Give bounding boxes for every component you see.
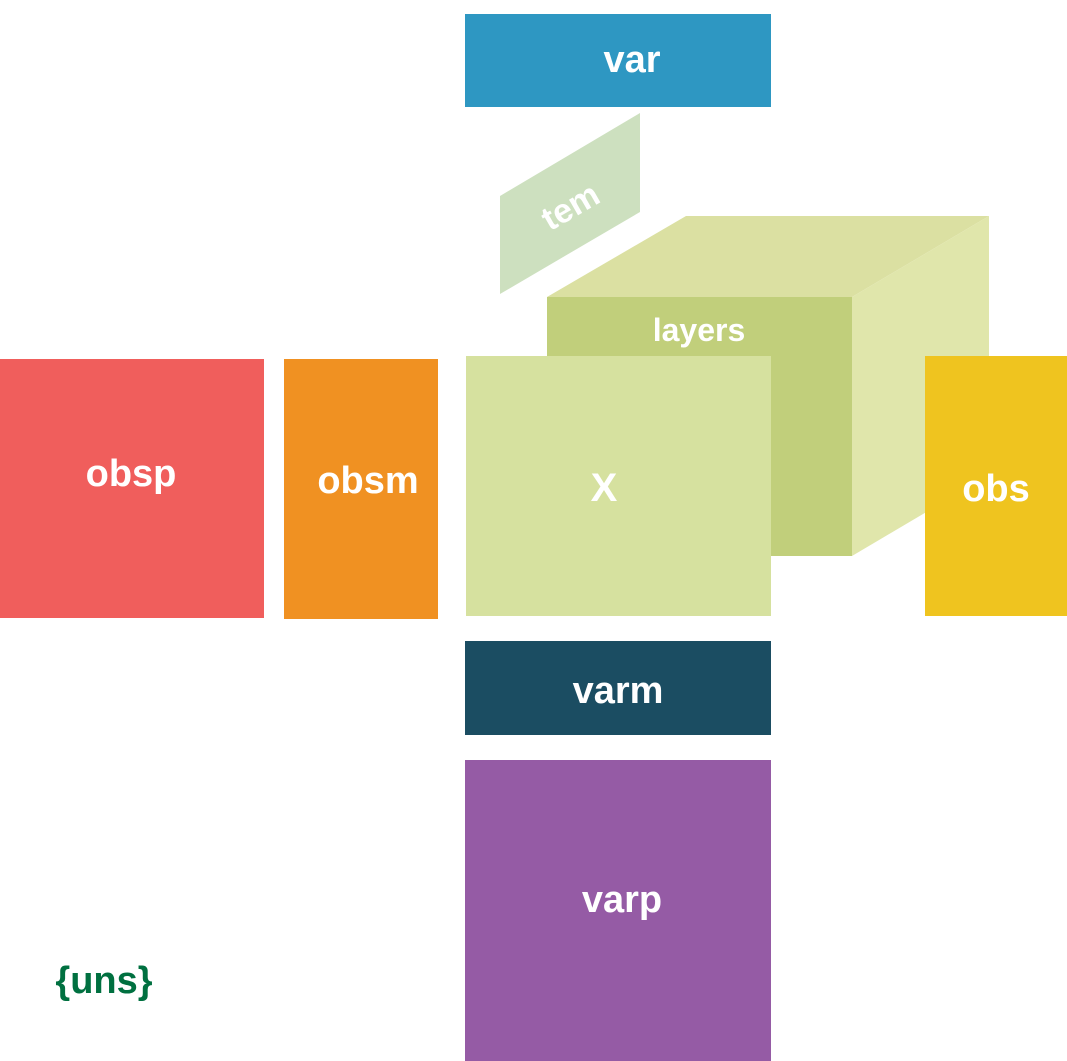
x-label: X (591, 466, 618, 510)
varp-label: varp (582, 879, 662, 921)
varp-block (465, 760, 771, 1061)
varm-block (465, 641, 771, 735)
layers-label: layers (653, 312, 746, 348)
varm-label: varm (573, 670, 664, 712)
tem-panel (500, 113, 640, 294)
obsp-block (0, 359, 264, 618)
var-label: var (603, 39, 660, 81)
obsm-label: obsm (317, 460, 418, 502)
obs-label: obs (962, 468, 1030, 510)
obsm-block (284, 359, 438, 619)
x-block (466, 356, 771, 616)
layers-top-face (547, 216, 989, 297)
uns-label: {uns} (55, 960, 152, 1002)
obs-block (925, 356, 1067, 616)
obsp-label: obsp (86, 453, 177, 495)
var-block (465, 14, 771, 107)
